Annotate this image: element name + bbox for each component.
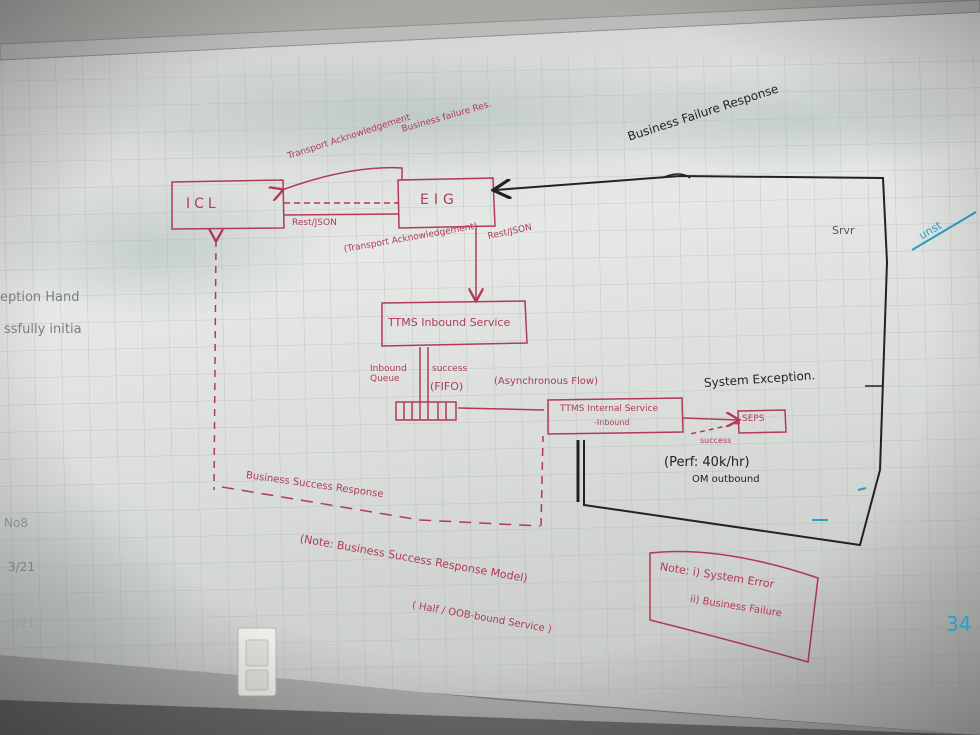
left-fragment-3: No8 [4,516,28,530]
left-fragment-1: eption Hand [0,290,80,305]
async-flow-label: (Asynchronous Flow) [494,376,598,387]
seps-label: SEPS [742,414,765,424]
srvr-label: Srvr [832,224,855,237]
eig-label: EIG [420,192,459,208]
icl-label: ICL [186,196,220,212]
inbound-service-label: TTMS Inbound Service [388,316,511,329]
fifo-label: (FIFO) [430,380,464,393]
rest-json-label-1: Rest/JSON [292,218,337,228]
perf-note-label: (Perf: 40k/hr) [664,455,750,470]
left-fragment-5: 3/21 [8,616,35,630]
inbound-queue-label: Inbound Queue [370,364,407,384]
left-fragment-4: 3/21 [8,560,35,574]
success-word-label: success [432,364,468,374]
success-small-label: success [700,436,732,445]
right-fragment-2: 34 [946,612,972,636]
om-outbound-label: OM outbound [692,474,760,485]
internal-service-label: TTMS Internal Service [560,404,658,414]
internal-service-sub: -Inbound [594,418,630,427]
left-fragment-2: ssfully initia [4,322,82,337]
